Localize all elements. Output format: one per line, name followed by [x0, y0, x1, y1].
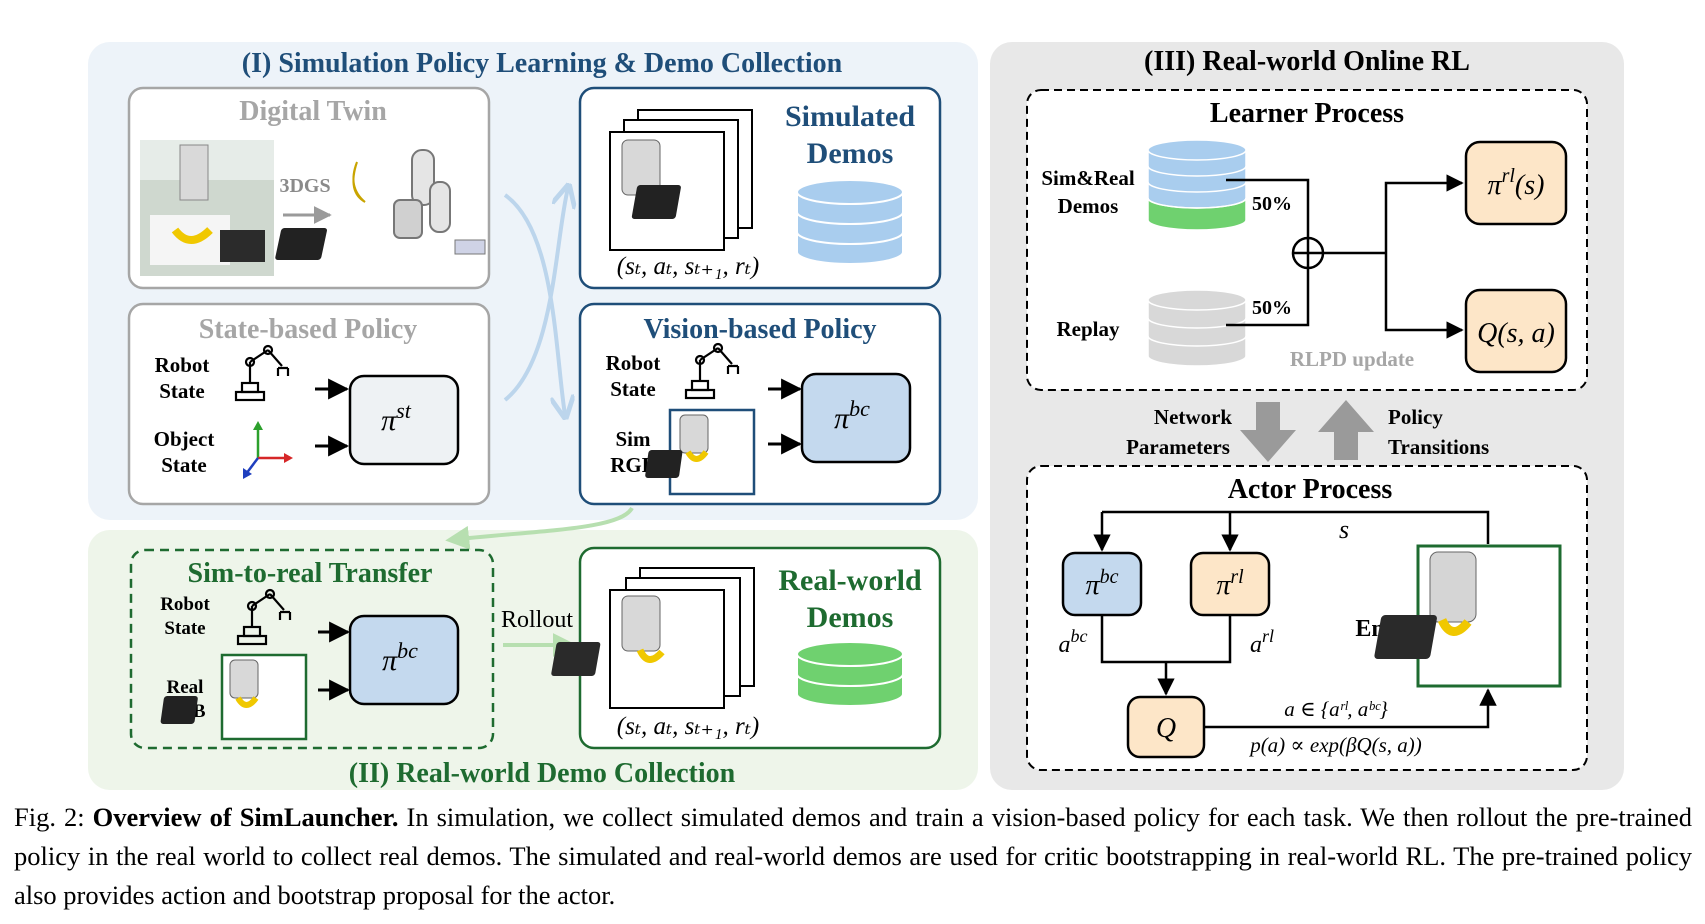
vision-policy-node — [800, 372, 912, 464]
learner-demos-label-2: Demos — [1058, 194, 1119, 218]
transfer-robot-state-label-2: State — [164, 618, 205, 639]
action-prob-label: p(a) ∝ exp(βQ(s, a)) — [1248, 733, 1422, 757]
real-database-icon — [796, 641, 904, 707]
robot-arm-icon — [234, 344, 290, 402]
replay-line — [1226, 268, 1310, 327]
sim-panel-title: (I) Simulation Policy Learning & Demo Co… — [242, 48, 843, 79]
transfer-robot-state-label: Robot — [160, 594, 210, 615]
sim-robot-arm-icon — [393, 149, 486, 255]
actor-q-symbol: Q — [1156, 713, 1176, 744]
sim-demo-tuple: (sₜ, aₜ, sₜ₊₁, rₜ) — [617, 253, 759, 280]
policy-transitions-label: Policy — [1388, 405, 1443, 429]
real-rgb-image — [160, 653, 308, 741]
actor-pi-bc-symbol: πbc — [1086, 566, 1119, 601]
sim-rgb-image — [645, 408, 756, 496]
robot-state-label-2: State — [159, 379, 205, 403]
simulated-demos-title-2: Demos — [807, 137, 894, 170]
learner-demos-label: Sim&Real — [1041, 166, 1134, 190]
real-panel-title: (II) Real-world Demo Collection — [349, 758, 736, 789]
state-policy-node — [348, 374, 460, 466]
real-demo-frames — [551, 567, 755, 709]
sim-demo-frames — [609, 109, 753, 251]
3dgs-label: 3DGS — [279, 175, 330, 197]
sim-rgb-label: Sim — [615, 427, 651, 451]
network-params-label: Network — [1154, 405, 1232, 429]
q-to-env-arrow — [1204, 688, 1497, 729]
pct-top-label: 50% — [1252, 193, 1292, 215]
transfer-policy-node — [348, 614, 460, 706]
vision-policy-title: Vision-based Policy — [643, 314, 876, 345]
state-policy-symbol: πst — [381, 398, 412, 437]
learner-q-symbol: Q(s, a) — [1477, 318, 1555, 349]
network-params-label-2: Parameters — [1126, 435, 1230, 459]
vision-policy-symbol: πbc — [834, 396, 870, 435]
robot-state-label: Robot — [155, 353, 210, 377]
learner-demos-database-icon — [1147, 139, 1247, 231]
a-bc-label: abc — [1059, 626, 1088, 658]
transfer-robot-arm-icon — [236, 588, 292, 646]
rlpd-update-label: RLPD update — [1290, 347, 1414, 371]
real-demo-tuple: (sₜ, aₜ, sₜ₊₁, rₜ) — [617, 713, 759, 740]
vision-robot-state-label-2: State — [610, 377, 656, 401]
real-demos-title-2: Demos — [807, 601, 894, 634]
policy-transitions-arrow — [1318, 400, 1374, 460]
caption-prefix: Fig. 2: — [14, 802, 93, 832]
action-select-label: a ∈ {aʳˡ, aᵇᶜ} — [1284, 697, 1388, 721]
simulated-demos-title: Simulated — [785, 100, 915, 133]
transfer-policy-symbol: πbc — [382, 638, 418, 677]
replay-label: Replay — [1057, 317, 1121, 341]
caption-body: In simulation, we collect simulated demo… — [14, 802, 1692, 910]
object-state-label-2: State — [161, 453, 207, 477]
cross-arrow-to-vision — [503, 188, 568, 402]
coordinate-axes-icon — [243, 421, 293, 479]
rollout-label: Rollout — [501, 607, 573, 633]
rl-panel-title: (III) Real-world Online RL — [1144, 46, 1470, 77]
sum-node-icon — [1291, 236, 1325, 270]
figure-caption: Fig. 2: Overview of SimLauncher. In simu… — [14, 798, 1692, 915]
sim-scale-icon — [275, 228, 327, 260]
real-rgb-label: Real — [167, 677, 204, 698]
to-q-arrow — [1384, 253, 1464, 339]
policy-transitions-label-2: Transitions — [1388, 435, 1489, 459]
network-params-arrow — [1240, 402, 1296, 462]
digital-twin-title: Digital Twin — [239, 96, 387, 127]
sim-database-icon — [796, 179, 904, 265]
actor-pi-rl-symbol: πrl — [1216, 566, 1244, 601]
actor-title: Actor Process — [1228, 474, 1393, 505]
caption-bold: Overview of SimLauncher. — [92, 802, 399, 832]
real-scene-photo — [140, 140, 274, 276]
demos-line — [1226, 178, 1310, 238]
a-rl-label: arl — [1250, 626, 1274, 658]
to-pi-rl-arrow — [1384, 174, 1464, 253]
learner-title: Learner Process — [1210, 98, 1404, 129]
transfer-box — [129, 548, 495, 750]
state-label: s — [1339, 515, 1349, 544]
learner-pi-rl-symbol: πrl(s) — [1488, 165, 1545, 201]
vision-to-transfer-arrow — [445, 506, 634, 550]
state-policy-title: State-based Policy — [199, 314, 418, 345]
vision-robot-arm-icon — [684, 342, 740, 400]
learner-pi-rl-node — [1464, 140, 1568, 226]
sim-banana-icon — [352, 161, 366, 203]
replay-database-icon — [1147, 289, 1247, 367]
vision-robot-state-label: Robot — [606, 351, 661, 375]
learner-q-node — [1464, 288, 1568, 374]
real-demos-title: Real-world — [778, 564, 922, 597]
env-image — [1374, 544, 1562, 688]
object-state-label: Object — [154, 427, 215, 451]
transfer-title: Sim-to-real Transfer — [188, 558, 433, 589]
pct-bottom-label: 50% — [1252, 297, 1292, 319]
